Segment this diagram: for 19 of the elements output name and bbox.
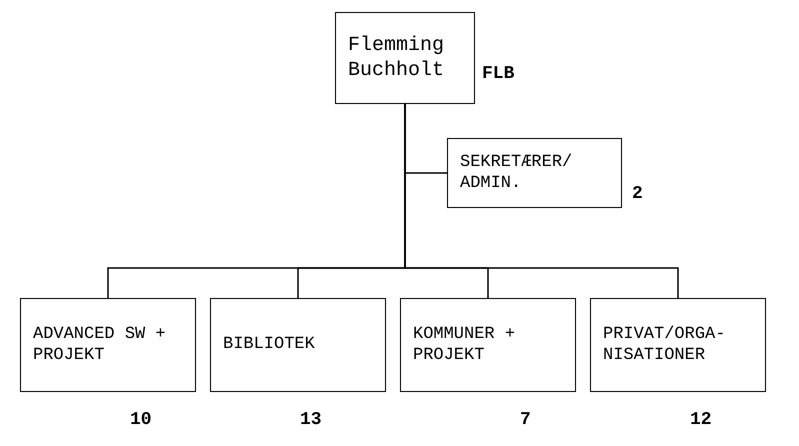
unit-name: KOMMUNER + PROJEKT bbox=[413, 324, 516, 366]
staff-count: 7 bbox=[520, 410, 531, 430]
unit-name: PRIVAT/ORGA- NISATIONER bbox=[603, 324, 726, 366]
staff-count: 10 bbox=[130, 410, 152, 430]
unit-name: ADVANCED SW + PROJEKT bbox=[33, 324, 167, 366]
org-box bbox=[335, 12, 475, 104]
org-box bbox=[400, 298, 576, 392]
connector-line bbox=[404, 104, 679, 298]
initials-label: FLB bbox=[482, 64, 514, 84]
staff-count: 12 bbox=[690, 410, 712, 430]
org-box bbox=[447, 138, 622, 208]
org-box bbox=[20, 298, 196, 392]
unit-name: SEKRETÆRER/ ADMIN. bbox=[460, 152, 574, 194]
staff-count: 13 bbox=[300, 410, 322, 430]
org-box bbox=[210, 298, 386, 392]
unit-name: BIBLIOTEK bbox=[223, 334, 315, 356]
unit-name: Flemming Buchholt bbox=[348, 33, 446, 83]
org-box bbox=[590, 298, 766, 392]
staff-count: 2 bbox=[632, 184, 643, 204]
